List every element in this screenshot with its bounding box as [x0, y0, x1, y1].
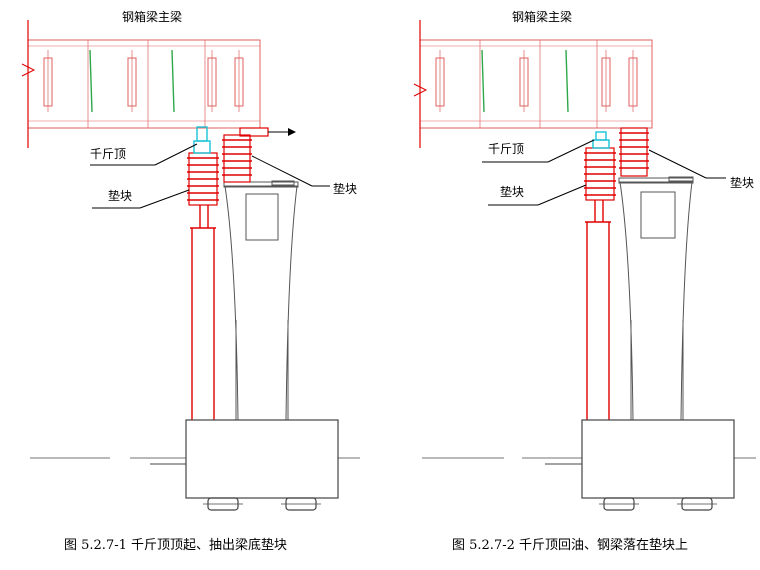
pier: [618, 176, 694, 421]
leader-block-right: [251, 155, 313, 187]
panel-1: 钢箱梁主梁: [21, 9, 360, 553]
pull-out-arrow: [268, 128, 296, 136]
panel-2: 钢箱梁主梁: [413, 9, 756, 553]
caption-1: 图 5.2.7-1 千斤顶顶起、抽出梁底垫块: [64, 537, 287, 553]
girder-title: 钢箱梁主梁: [512, 9, 572, 24]
label-block-right: 垫块: [333, 181, 357, 196]
temporary-support: [585, 200, 611, 420]
label-jack: 千斤顶: [488, 142, 524, 156]
girder-title: 钢箱梁主梁: [122, 9, 182, 24]
steel-box-girder: [21, 20, 261, 148]
temporary-support: [190, 205, 216, 420]
foundation: [30, 419, 360, 511]
steel-box-girder: [413, 20, 653, 148]
label-block-left: 垫块: [500, 184, 524, 199]
caption-2: 图 5.2.7-2 千斤顶回油、钢梁落在垫块上: [452, 537, 688, 553]
label-block-left: 垫块: [108, 188, 132, 203]
block-stack-right: [222, 127, 269, 183]
block-stack-right: [619, 127, 649, 177]
leader-block-right: [648, 149, 707, 179]
label-block-right: 垫块: [730, 175, 754, 190]
foundation: [422, 419, 756, 511]
block-stack-left: [187, 152, 219, 206]
label-jack: 千斤顶: [90, 147, 126, 161]
jack: [193, 126, 211, 154]
block-stack-left: [584, 147, 616, 201]
jack: [592, 131, 610, 149]
pier: [223, 180, 299, 421]
